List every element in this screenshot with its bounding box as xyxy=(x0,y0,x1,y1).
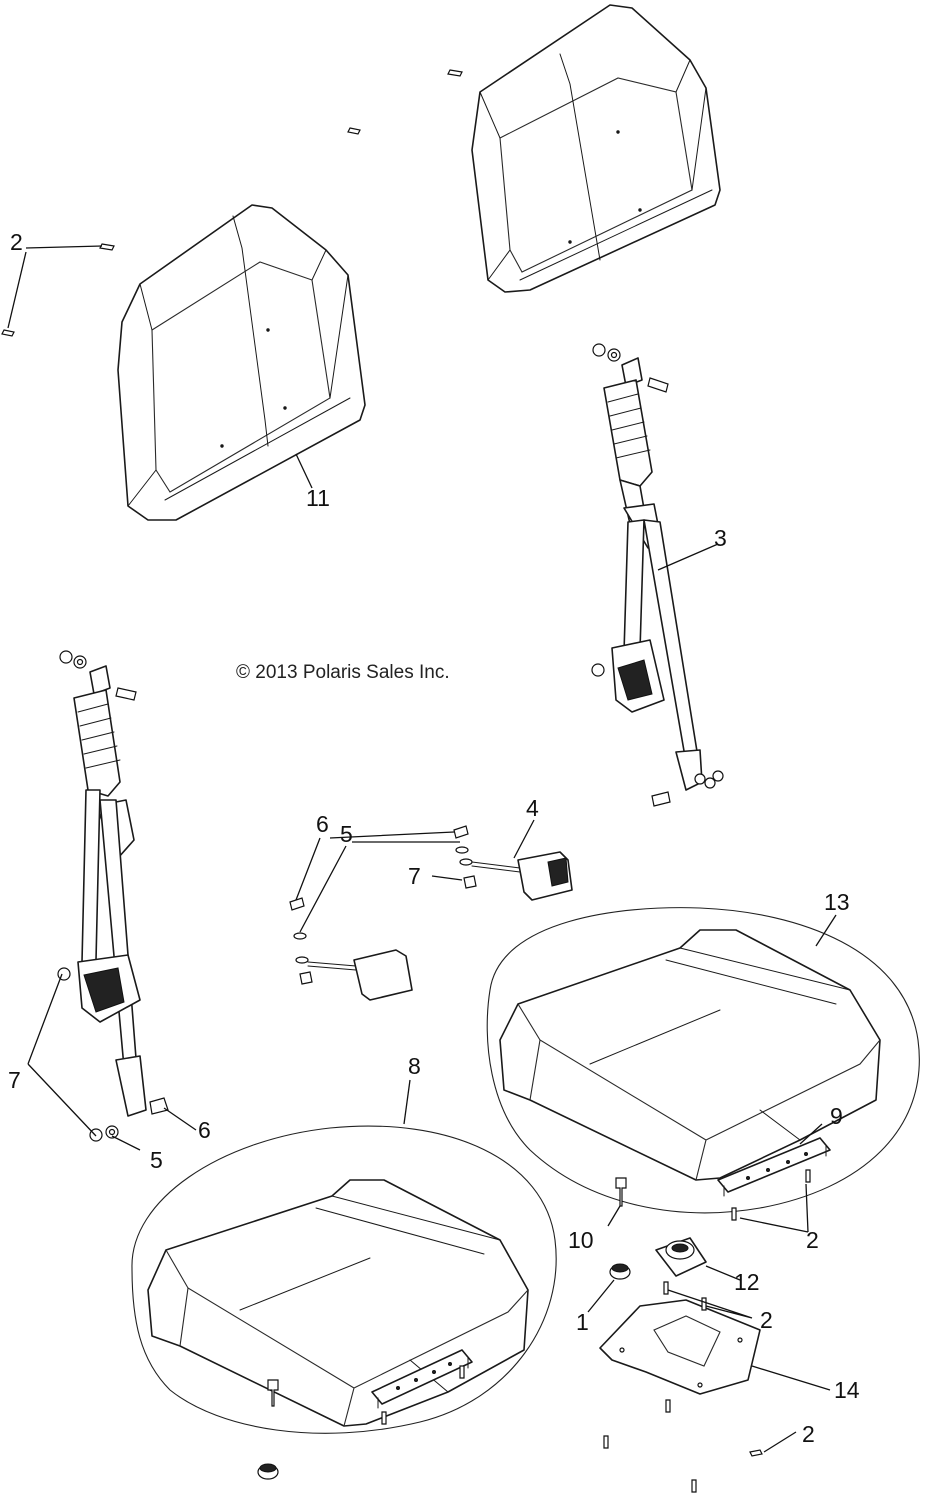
seat-belt-left xyxy=(57,650,169,1142)
stud-right xyxy=(615,1177,627,1207)
callout-1: 1 xyxy=(576,1309,589,1335)
seat-cushion-right xyxy=(486,907,920,1214)
callout-2-right: 2 xyxy=(806,1227,819,1253)
seat-latch xyxy=(655,1237,707,1277)
callout-13: 13 xyxy=(824,889,850,915)
screws-cushion xyxy=(381,1169,811,1425)
screw-left-1 xyxy=(99,243,115,251)
copyright-text: © 2013 Polaris Sales Inc. xyxy=(236,662,450,683)
callout-8: 8 xyxy=(408,1053,421,1079)
seat-back-left xyxy=(117,204,366,521)
callout-2-bottom: 2 xyxy=(802,1421,815,1447)
seat-belt-right xyxy=(591,343,724,807)
grommet-lower xyxy=(257,1463,279,1480)
seat-back-right xyxy=(471,4,721,293)
grommet xyxy=(609,1263,631,1280)
seat-bracket-left xyxy=(371,1349,473,1409)
callout-14: 14 xyxy=(834,1377,860,1403)
callout-6-left: 6 xyxy=(198,1117,211,1143)
callout-9: 9 xyxy=(830,1103,843,1129)
screws-plate xyxy=(603,1281,763,1493)
callout-12: 12 xyxy=(734,1269,760,1295)
stud-left xyxy=(267,1379,279,1407)
screw-upper-2 xyxy=(347,127,361,135)
buckle-lower xyxy=(289,897,413,1001)
callout-labels: 2 11 3 4 6 5 7 13 7 8 9 6 5 10 2 12 2 1 … xyxy=(8,229,860,1447)
callout-6: 6 xyxy=(316,811,329,837)
callout-7: 7 xyxy=(408,863,421,889)
callout-5: 5 xyxy=(340,821,353,847)
screw-left-2 xyxy=(1,329,15,337)
callout-4: 4 xyxy=(526,795,539,821)
seat-bracket-right xyxy=(717,1137,831,1197)
callout-7-left: 7 xyxy=(8,1067,21,1093)
callout-5-left: 5 xyxy=(150,1147,163,1173)
callout-2: 2 xyxy=(10,229,23,255)
callout-11: 11 xyxy=(306,485,330,511)
callout-3: 3 xyxy=(714,525,727,551)
leader-lines xyxy=(7,245,837,1453)
callout-10: 10 xyxy=(568,1227,594,1253)
seat-cushion-left xyxy=(131,1125,557,1434)
buckle-upper xyxy=(453,825,573,901)
screw-upper-1 xyxy=(447,69,463,77)
mounting-plate xyxy=(599,1299,761,1395)
callout-2-plate: 2 xyxy=(760,1307,773,1333)
